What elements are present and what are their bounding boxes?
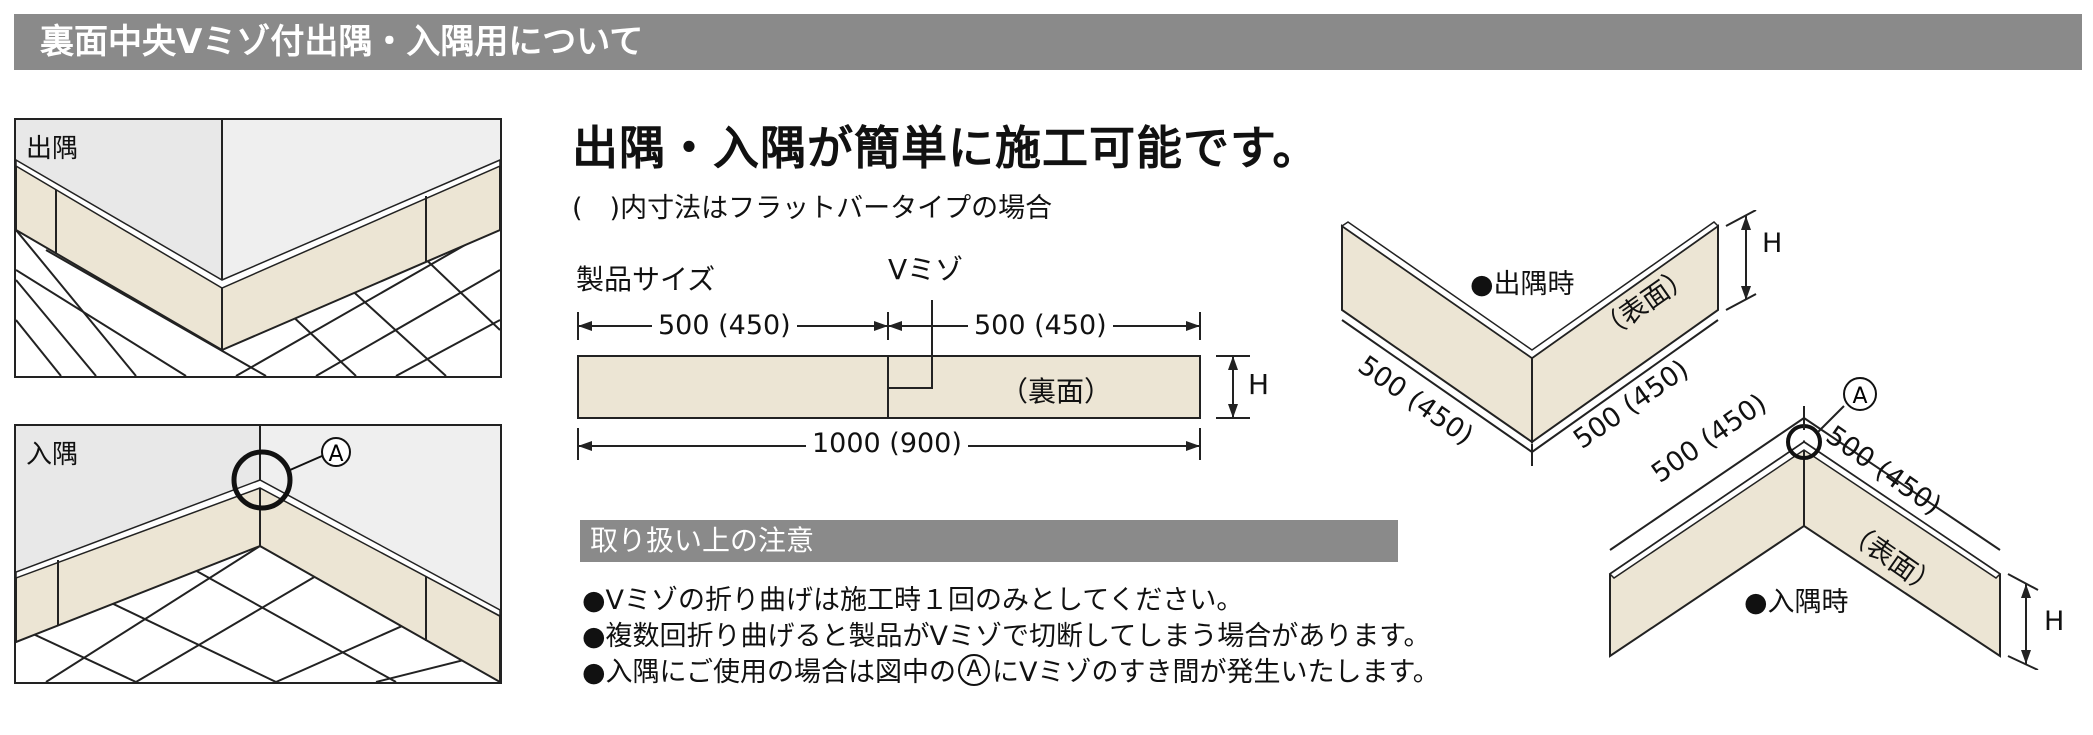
page-title: 裏面中央Vミゾ付出隅・入隅用について <box>40 22 644 62</box>
caution-header-bar <box>580 520 1398 562</box>
caution-item-3: ●入隅にご使用の場合は図中の A にVミゾのすき間が発生いたします。 <box>582 650 1440 689</box>
caution-item-1: ●Vミゾの折り曲げは施工時１回のみとしてください。 <box>582 585 1244 616</box>
corner-marker-a: A <box>1852 384 1867 409</box>
outer-height-label: H <box>1762 228 1783 259</box>
dimension-note: ( )内寸法はフラットバータイプの場合 <box>572 193 1053 224</box>
total-dimension: 1000 (900) <box>806 428 968 459</box>
product-size-label: 製品サイズ <box>576 263 716 296</box>
outer-corner-illustration: 出隅 <box>14 118 502 378</box>
header-bar <box>14 14 2082 70</box>
caution-item-3-start: ●入隅にご使用の場合は図中の <box>582 657 957 688</box>
outer-corner-drawing <box>16 120 500 376</box>
height-label: H <box>1248 368 1270 401</box>
left-dimension: 500 (450) <box>652 310 797 341</box>
caution-item-2: ●複数回折り曲げると製品がVミゾで切断してしまう場合があります。 <box>582 621 1431 652</box>
caution-title: 取り扱い上の注意 <box>590 524 815 557</box>
inner-height-label: H <box>2044 606 2065 637</box>
inner-corner-label: 入隅 <box>26 440 79 470</box>
v-groove-label: Vミゾ <box>888 253 964 286</box>
outer-corner-use-label: ●出隅時 <box>1470 269 1575 300</box>
caution-item-3-end: にVミゾのすき間が発生いたします。 <box>992 657 1440 688</box>
outer-corner-label: 出隅 <box>26 134 79 164</box>
inner-corner-use-label: ●入隅時 <box>1744 587 1849 618</box>
main-headline: 出隅・入隅が簡単に施工可能です。 <box>572 121 1320 175</box>
inner-corner-illustration: A 入隅 <box>14 424 502 684</box>
right-dimension: 500 (450) <box>968 310 1113 341</box>
inner-marker-a: A <box>328 442 343 467</box>
corner-usage-diagram: A <box>1340 210 2039 670</box>
caution-marker-a: A <box>958 653 991 686</box>
back-face-label: （裏面） <box>1000 375 1113 408</box>
inner-corner-drawing: A <box>16 426 500 682</box>
